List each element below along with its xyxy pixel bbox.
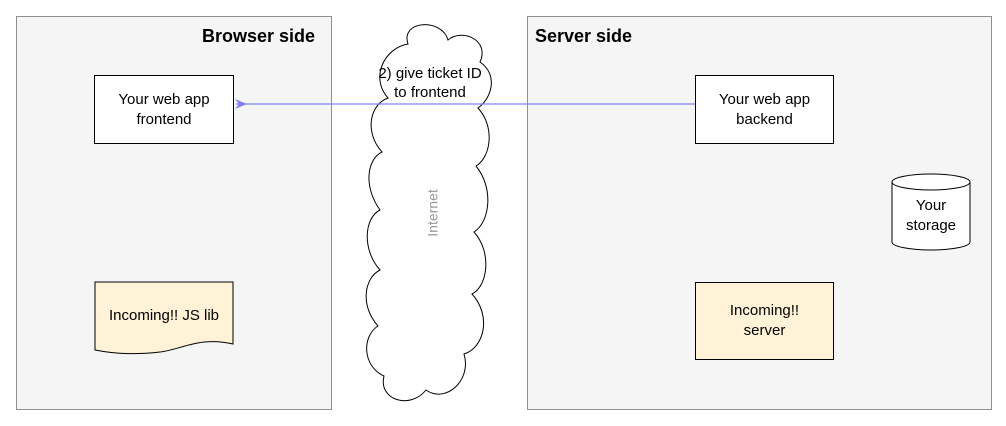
server-side-title: Server side [535,26,633,46]
storage-label: Your storage [905,197,957,234]
frontend-box: Your web app frontend [94,75,234,144]
internet-label: Internet [425,189,441,237]
js-lib-document-label: Incoming!! JS lib [108,307,220,324]
backend-box-label: Your web app backend [718,90,811,128]
internet-cloud [365,24,492,402]
js-lib-document-shape [94,281,234,355]
incoming-server-box: Incoming!! server [695,282,834,360]
frontend-box-label: Your web app frontend [118,90,210,128]
storage-cylinder [891,173,971,251]
ticket-id-arrow-label: 2) give ticket ID to frontend [378,65,482,101]
incoming-server-box-label: Incoming!! server [729,302,800,339]
backend-box: Your web app backend [695,75,834,144]
browser-side-title: Browser side [202,26,316,46]
